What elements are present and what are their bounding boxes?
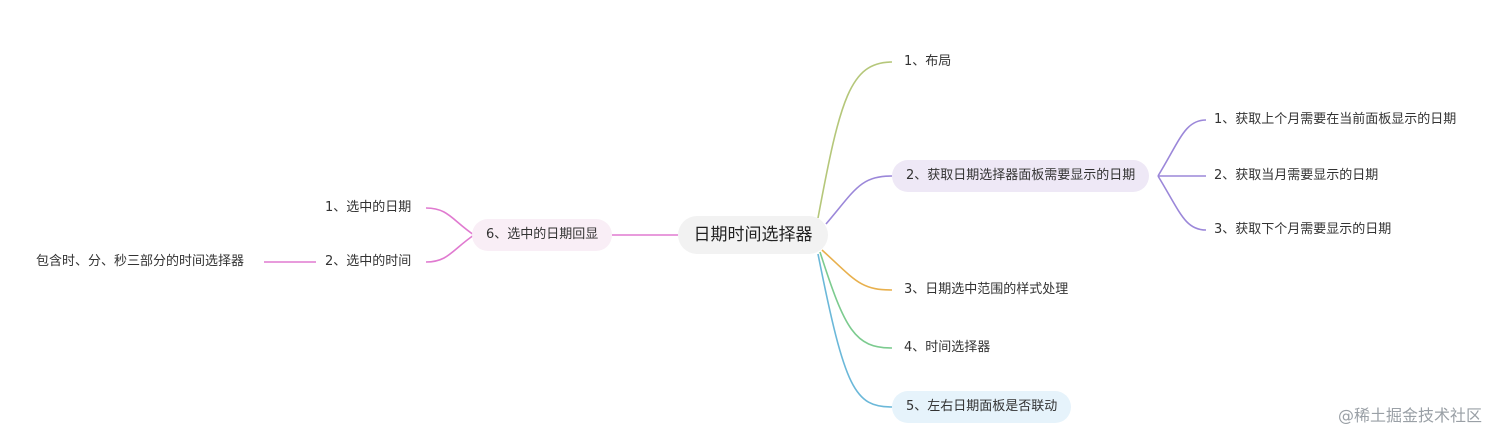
node-panel-linkage[interactable]: 5、左右日期面板是否联动 [892, 391, 1072, 423]
link-root-n3 [821, 249, 893, 291]
link-root-n2 [825, 175, 893, 225]
node-selected-echo[interactable]: 6、选中的日期回显 [472, 219, 613, 251]
link-root-n1 [817, 61, 893, 219]
link-n2-c1 [1157, 119, 1207, 177]
node-next-month-dates[interactable]: 3、获取下个月需要显示的日期 [1214, 222, 1392, 237]
node-get-panel-dates[interactable]: 2、获取日期选择器面板需要显示的日期 [892, 160, 1150, 192]
link-n6-c1 [425, 207, 475, 236]
node-prev-month-dates[interactable]: 1、获取上个月需要在当前面板显示的日期 [1214, 112, 1457, 127]
node-time-picker[interactable]: 4、时间选择器 [904, 340, 991, 355]
link-n2-c3 [1157, 175, 1207, 231]
node-hms-time-picker[interactable]: 包含时、分、秒三部分的时间选择器 [36, 254, 245, 269]
node-current-month-dates[interactable]: 2、获取当月需要显示的日期 [1214, 168, 1379, 183]
link-root-n4 [819, 251, 893, 349]
link-n6-c2 [425, 234, 475, 263]
node-layout[interactable]: 1、布局 [904, 54, 952, 69]
node-selected-date[interactable]: 1、选中的日期 [325, 200, 412, 215]
root-node[interactable]: 日期时间选择器 [678, 216, 828, 254]
node-range-style[interactable]: 3、日期选中范围的样式处理 [904, 282, 1069, 297]
watermark: @稀土掘金技术社区 [1338, 406, 1483, 425]
link-root-n5 [817, 253, 893, 408]
node-selected-time[interactable]: 2、选中的时间 [325, 254, 412, 269]
